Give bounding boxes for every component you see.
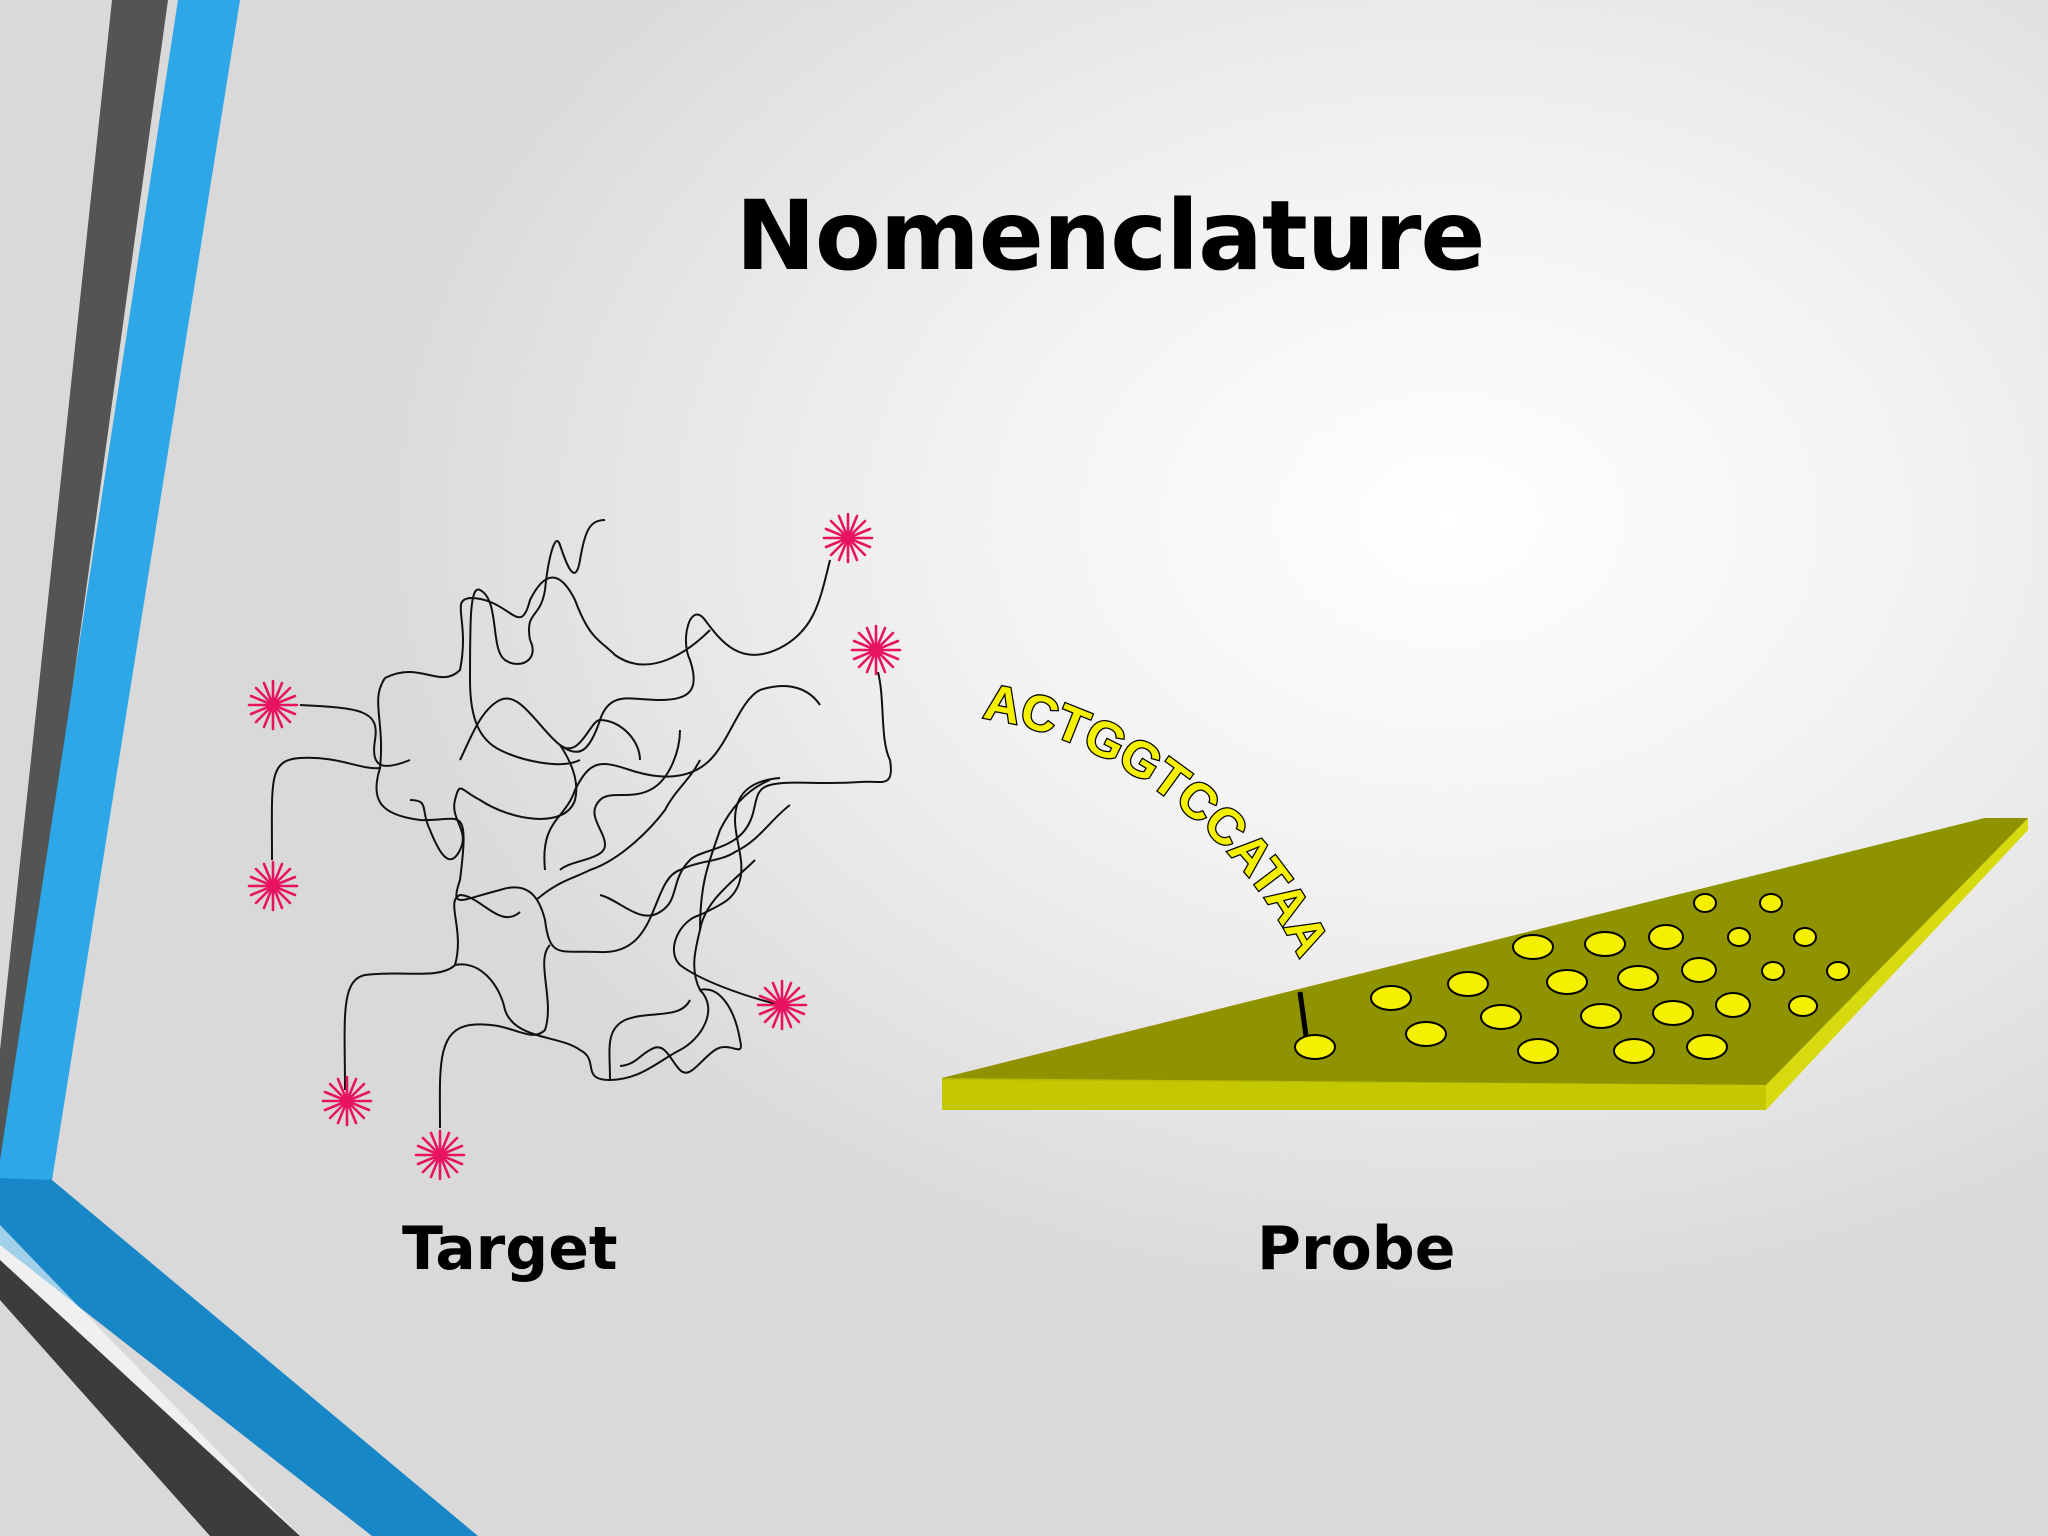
target-strand <box>468 588 581 766</box>
target-strands <box>270 519 892 1129</box>
target-strand <box>699 779 771 931</box>
probe-spot <box>1480 1004 1522 1030</box>
target-strand <box>299 704 411 767</box>
chip-right-edge <box>1766 818 2028 1110</box>
probe-spot <box>1370 985 1412 1011</box>
target-strand <box>599 804 791 954</box>
target-strand <box>528 519 606 641</box>
probe-spot <box>1793 927 1817 947</box>
target-strand <box>409 744 578 861</box>
probe-spot <box>1686 1034 1728 1060</box>
probe-spot <box>1681 957 1717 983</box>
probe-spot <box>1759 893 1783 913</box>
probe-spot <box>1648 924 1684 950</box>
probe-sequence: ACTGGTCCATAA <box>980 673 1340 964</box>
fluorescent-label-icon <box>247 860 299 912</box>
probe-spot <box>1584 931 1626 957</box>
chip-front-edge <box>942 1080 1766 1110</box>
blue-stripe-vertical <box>0 0 240 1185</box>
probe-spot <box>1788 995 1818 1017</box>
probe-spot <box>1652 1000 1694 1026</box>
target-strand <box>343 893 521 1091</box>
target-strand <box>559 729 681 871</box>
slide-title: Nomenclature <box>735 180 1485 292</box>
target-strand <box>619 988 742 1074</box>
fluorescent-label-icon <box>321 1075 373 1127</box>
probe-spot <box>1512 934 1554 960</box>
target-strand <box>535 759 701 901</box>
probe-spot <box>1546 969 1588 995</box>
fluorescent-label-icon <box>247 679 299 731</box>
fluorescent-label-icon <box>822 512 874 564</box>
probe-tether <box>1297 991 1309 1037</box>
target-strand <box>608 999 691 1081</box>
target-strand <box>543 685 821 871</box>
target-strand <box>454 859 756 1082</box>
probe-spot <box>1727 927 1751 947</box>
probe-spot <box>1761 961 1785 981</box>
probe-spot <box>1613 1038 1655 1064</box>
target-strand <box>459 697 641 761</box>
probe-spot <box>1517 1038 1559 1064</box>
probe-spot <box>1826 961 1850 981</box>
chip-surface <box>942 818 2028 1085</box>
probe-spot <box>1617 965 1659 991</box>
fluorescent-label-icon <box>850 624 902 676</box>
fluorescent-label-icon <box>414 1129 466 1181</box>
probe-caption: Probe <box>1257 1214 1456 1284</box>
probe-spot <box>1693 893 1717 913</box>
blue-stripe-diagonal <box>0 1178 478 1536</box>
target-strand <box>599 671 892 917</box>
dark-stripe-diagonal <box>0 1260 300 1536</box>
target-strand <box>438 944 551 1129</box>
microarray-chip <box>942 818 2028 1110</box>
probe-spot <box>1580 1003 1622 1029</box>
probe-spot <box>1447 971 1489 997</box>
target-caption: Target <box>402 1214 618 1284</box>
probe-sequence-text: ACTGGTCCATAA <box>979 672 1342 966</box>
probe-spot <box>1294 1034 1336 1060</box>
target-strand <box>673 777 781 1006</box>
probe-spot <box>1405 1021 1447 1047</box>
target-strand <box>270 576 711 861</box>
probe-spot <box>1715 992 1751 1018</box>
fluorescent-labels <box>247 512 902 1181</box>
fluorescent-label-icon <box>756 979 808 1031</box>
white-stripe-diagonal <box>0 1225 300 1536</box>
probe-spots <box>1294 893 1850 1064</box>
